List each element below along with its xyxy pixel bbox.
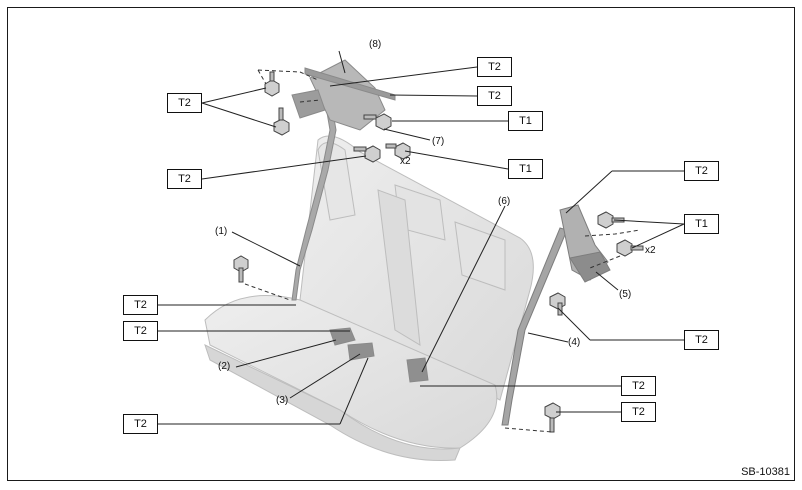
figure-code: SB-10381 [741, 466, 790, 478]
torque-box-t2: T2 [477, 57, 512, 77]
seat-cushion [204, 295, 498, 449]
seat-divider [377, 189, 421, 346]
bolt-right-x2 [616, 239, 644, 257]
torque-box-t1: T1 [684, 214, 719, 234]
torque-box-t2: T2 [123, 295, 158, 315]
quantity-label-x2-top: x2 [400, 156, 411, 167]
bolt-bottom-right [544, 402, 561, 433]
bolt-left-lower [233, 255, 249, 283]
part-label-2: (2) [218, 361, 231, 372]
part-label-5: (5) [619, 289, 632, 300]
right-retractor-body [569, 251, 611, 283]
bolt-left-2 [273, 107, 290, 136]
buckle-6 [406, 357, 429, 383]
torque-box-t2: T2 [477, 86, 512, 106]
torque-box-t2: T2 [684, 161, 719, 181]
bolt-right-lower [549, 292, 566, 316]
seat-cushion-front [204, 344, 461, 462]
part-label-4: (4) [568, 337, 581, 348]
dashed-guides [244, 69, 641, 433]
part-label-1: (1) [215, 226, 228, 237]
torque-box-t2: T2 [684, 330, 719, 350]
bolts [233, 71, 644, 433]
bolt-center-right [363, 113, 392, 131]
leader-lines [158, 50, 685, 425]
left-seat-belt [291, 59, 429, 383]
rear-seat [204, 135, 534, 462]
torque-box-t2: T2 [621, 402, 656, 422]
torque-box-t1: T1 [508, 159, 543, 179]
buckle-3 [347, 342, 375, 361]
part-label-3: (3) [276, 395, 289, 406]
left-anchor-body [291, 89, 326, 119]
buckle-2 [329, 327, 356, 346]
quantity-label-x2-right: x2 [645, 245, 656, 256]
bolt-right-mid [385, 142, 411, 160]
part-label-8: (8) [369, 39, 382, 50]
torque-box-t2: T2 [167, 169, 202, 189]
bolt-left-mid [353, 145, 381, 163]
part-label-7: (7) [432, 136, 445, 147]
torque-box-t2: T2 [123, 414, 158, 434]
torque-box-t2: T2 [167, 93, 202, 113]
right-belt-webbing [501, 227, 568, 426]
torque-box-t1: T1 [508, 111, 543, 131]
bolt-top-left [264, 71, 280, 97]
left-bracket-upper [304, 67, 396, 101]
right-seat-belt [501, 204, 611, 426]
torque-box-t2: T2 [621, 376, 656, 396]
left-belt-webbing [291, 94, 337, 301]
part-label-6: (6) [498, 196, 511, 207]
torque-box-t2: T2 [123, 321, 158, 341]
